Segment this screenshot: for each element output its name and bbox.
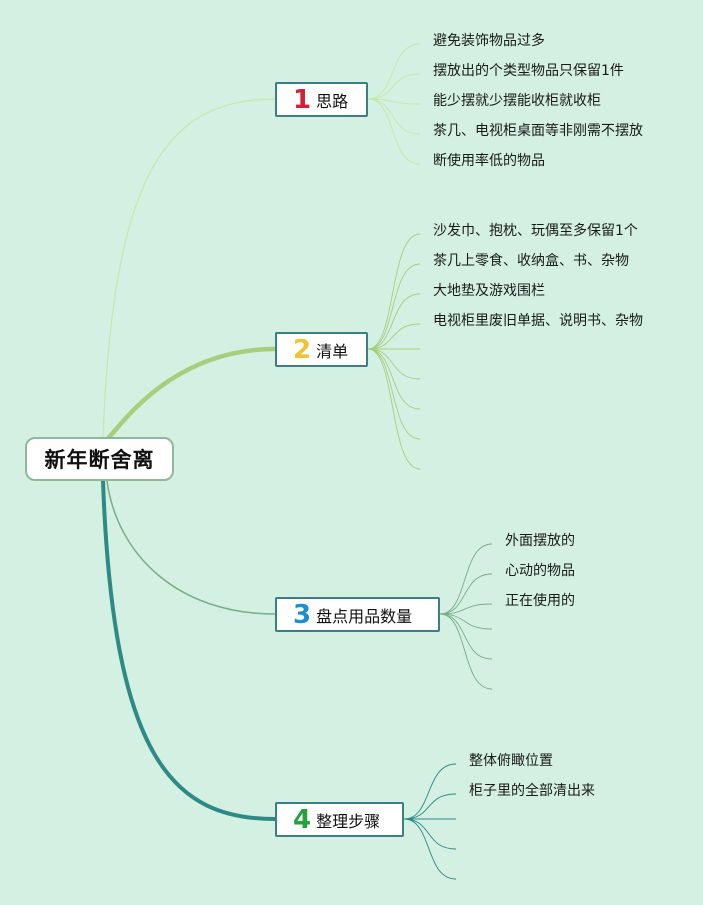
leaf-2-2[interactable]: 茶几上零食、收纳盒、书、杂物 <box>433 253 629 269</box>
branch-node-1[interactable]: 1 思路 <box>275 82 368 117</box>
root-node[interactable]: 新年断舍离 <box>25 437 174 481</box>
leaf-connector-3-2 <box>439 573 493 615</box>
leaf-connector-3-6 <box>439 613 493 690</box>
leaf-2-1[interactable]: 沙发巾、抱枕、玩偶至多保留1个 <box>433 223 638 239</box>
leaf-connector-2-1 <box>367 233 421 350</box>
leaf-3-3[interactable]: 正在使用的 <box>505 593 575 609</box>
leaf-1-1[interactable]: 避免装饰物品过多 <box>433 33 545 49</box>
leaf-1-5[interactable]: 断使用率低的物品 <box>433 153 545 169</box>
leaf-3-2[interactable]: 心动的物品 <box>505 563 575 579</box>
leaf-4-2[interactable]: 柜子里的全部清出来 <box>469 783 595 799</box>
branch-label-1: 思路 <box>316 91 349 111</box>
leaf-1-4[interactable]: 茶几、电视柜桌面等非刚需不摆放 <box>433 123 643 139</box>
branch-connector-1 <box>102 98 276 438</box>
leaf-connector-3-3 <box>439 603 493 615</box>
leaf-connector-2-7 <box>367 348 421 410</box>
leaf-connector-3-4 <box>439 613 493 630</box>
leaf-connector-2-3 <box>367 293 421 350</box>
leaf-connector-1-2 <box>367 73 421 100</box>
leaf-connector-4-5 <box>403 818 457 880</box>
leaf-connector-3-5 <box>439 613 493 660</box>
leaf-2-4[interactable]: 电视柜里废旧单据、说明书、杂物 <box>433 313 643 329</box>
leaf-connector-2-9 <box>367 348 421 470</box>
branch-label-3: 盘点用品数量 <box>316 606 413 626</box>
branch-label-4: 整理步骤 <box>316 811 381 831</box>
leaf-1-2[interactable]: 摆放出的个类型物品只保留1件 <box>433 63 624 79</box>
branch-node-4[interactable]: 4 整理步骤 <box>275 802 404 837</box>
leaf-connector-2-2 <box>367 263 421 350</box>
leaf-4-1[interactable]: 整体俯瞰位置 <box>469 753 553 769</box>
branch-number-2: 2 <box>293 334 312 365</box>
branch-node-2[interactable]: 2 清单 <box>275 332 368 367</box>
branch-number-3: 3 <box>293 599 312 630</box>
branch-connector-3 <box>106 480 276 615</box>
leaf-connector-3-1 <box>439 543 493 615</box>
leaf-connector-1-5 <box>367 98 421 165</box>
branch-connector-4 <box>101 479 277 821</box>
leaf-connector-1-1 <box>367 43 421 100</box>
leaf-connector-1-4 <box>367 98 421 135</box>
leaf-connector-4-1 <box>403 763 457 820</box>
branch-number-4: 4 <box>293 804 312 835</box>
leaf-2-3[interactable]: 大地垫及游戏围栏 <box>433 283 545 299</box>
leaf-connector-4-2 <box>403 793 457 820</box>
leaf-connector-2-8 <box>367 348 421 440</box>
leaf-connector-4-4 <box>403 818 457 850</box>
leaf-connector-1-3 <box>367 98 421 105</box>
root-label: 新年断舍离 <box>44 448 155 472</box>
leaf-connector-2-4 <box>367 323 421 350</box>
branch-label-2: 清单 <box>316 341 349 361</box>
leaf-connector-2-6 <box>367 348 421 380</box>
branch-connector-2 <box>106 346 278 440</box>
branch-number-1: 1 <box>293 84 312 115</box>
leaf-1-3[interactable]: 能少摆就少摆能收柜就收柜 <box>433 93 601 109</box>
branch-node-3[interactable]: 3 盘点用品数量 <box>275 597 440 632</box>
leaf-3-1[interactable]: 外面摆放的 <box>505 533 575 549</box>
